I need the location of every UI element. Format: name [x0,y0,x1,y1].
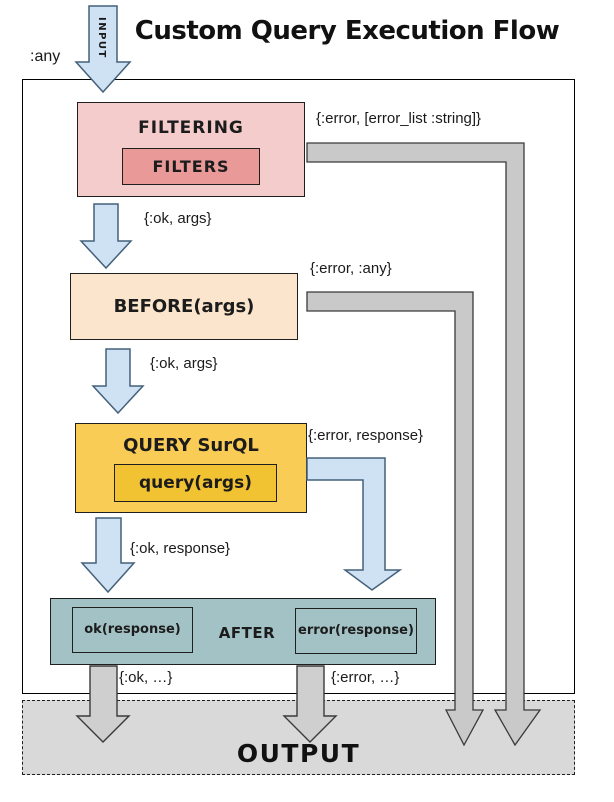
before-ok-arrow-icon [91,348,145,415]
filtering-ok-arrow-shape [79,203,133,270]
input-arrow-shape [74,5,132,94]
before-error-pipe-arrow-icon [306,291,485,747]
query-box-label: QUERY SurQL [123,435,259,456]
input-arrow-label: INPUT [96,17,107,59]
after-ok-output-arrow-icon [75,665,131,743]
before-box: BEFORE(args) [70,273,298,340]
after-ok-handler-box: ok(response) [72,607,193,653]
query-ok-arrow-icon [80,517,136,594]
query-error-arrow-shape [306,457,403,591]
input-arrow-icon: INPUT [74,5,132,94]
page-title: Custom Query Execution Flow [134,16,560,46]
filtering-box-label: FILTERING [138,118,244,138]
query-ok-label: {:ok, response} [130,540,231,557]
after-error-output-arrow-icon [282,665,338,743]
output-label: OUTPUT [236,739,361,768]
after-ok-output-arrow-shape [75,665,131,743]
after-box-label: AFTER [218,623,276,642]
before-error-pipe-shape [306,291,485,747]
before-ok-label: {:ok, args} [150,355,218,372]
filtering-box: FILTERING FILTERS [77,102,305,197]
query-error-label: {:error, response} [308,427,424,444]
query-box: QUERY SurQL query(args) [75,423,307,513]
before-error-label: {:error, :any} [310,260,392,277]
filtering-ok-label: {:ok, args} [144,210,212,227]
after-ok-output-label: {:ok, …} [119,669,173,686]
input-type-label: :any [30,48,61,65]
filtering-error-label: {:error, [error_list :string]} [316,110,482,127]
filtering-ok-arrow-icon [79,203,133,270]
before-ok-arrow-shape [91,348,145,415]
filtering-error-pipe-shape [306,142,542,747]
query-ok-arrow-shape [80,517,136,594]
after-error-handler-box: error(response) [295,608,417,654]
after-error-output-label: {:error, …} [331,669,400,686]
before-box-label: BEFORE(args) [113,296,255,317]
query-inner-box: query(args) [114,464,277,502]
filters-inner-box: FILTERS [122,148,260,185]
filtering-error-pipe-arrow-icon [306,142,542,747]
query-error-arrow-icon [306,457,403,591]
after-error-output-arrow-shape [282,665,338,743]
after-box: ok(response) AFTER error(response) [50,598,436,665]
